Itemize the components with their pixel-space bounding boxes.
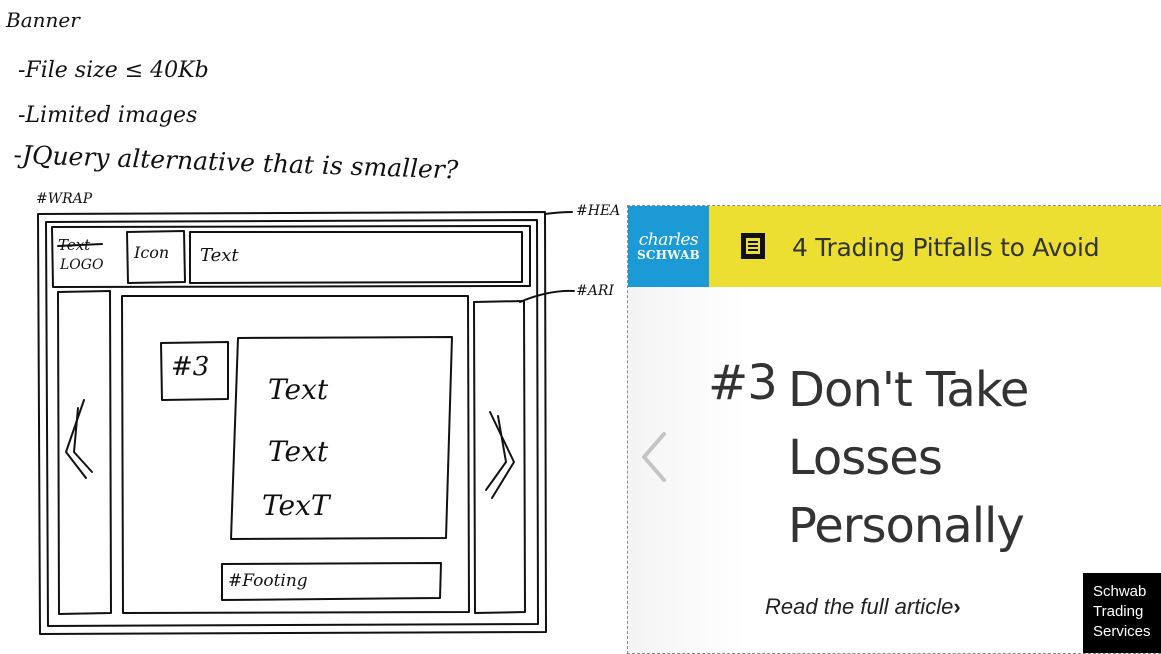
sketch-body-line-3: TexT: [262, 489, 330, 522]
read-full-article-link[interactable]: Read the full article›: [765, 594, 961, 620]
badge-line-1: Schwab: [1093, 583, 1147, 600]
sketch-logo-text: LOGO: [60, 257, 104, 273]
sketch-note-1: -File size ≤ 40Kb: [18, 58, 209, 83]
sketch-heading: Banner: [6, 8, 80, 32]
badge-line-3: Services: [1093, 623, 1151, 640]
sketch-drawing: [37, 211, 575, 635]
badge-line-2: Trading: [1093, 603, 1144, 620]
sketch-number-label: #3: [171, 352, 210, 382]
article-title-line-3: Personally: [788, 498, 1025, 554]
sketch-footing-label: #Footing: [228, 571, 308, 591]
schwab-logo[interactable]: charles SCHWAB: [628, 206, 709, 287]
schwab-trading-services-badge[interactable]: Schwab Trading Services: [1083, 573, 1161, 653]
read-more-label: Read the full article: [765, 594, 954, 619]
article-title: Don't Take Losses Personally: [788, 356, 1148, 560]
sketch-icon-label: Icon: [134, 243, 170, 262]
sketch-body-line-1: Text: [268, 373, 329, 406]
article-title-line-2: Losses: [788, 430, 943, 486]
chevron-left-icon[interactable]: [636, 430, 670, 484]
logo-line-schwab: SCHWAB: [637, 247, 700, 262]
header-title: 4 Trading Pitfalls to Avoid: [792, 233, 1100, 262]
sketch-wrap-label: #WRAP: [36, 191, 93, 207]
sketch-article-label: #ARI: [576, 283, 614, 299]
banner-header: charles SCHWAB 4 Trading Pitfalls to Avo…: [628, 206, 1161, 287]
document-icon: [741, 233, 765, 259]
banner-ad[interactable]: charles SCHWAB 4 Trading Pitfalls to Avo…: [627, 205, 1161, 654]
sketch-text-label: Text: [200, 245, 239, 266]
article-title-line-1: Don't Take: [788, 362, 1029, 418]
sketch-header-label: #HEA: [576, 203, 621, 219]
sketch-logo-text-struck: Text: [58, 236, 91, 254]
chevron-right-icon: ›: [953, 594, 961, 619]
sketch-body-line-2: Text: [268, 435, 329, 468]
hand-drawn-sketch: Banner -File size ≤ 40Kb -Limited images…: [6, 8, 621, 635]
article-number: #3: [708, 355, 778, 411]
logo-line-charles: charles: [638, 229, 699, 250]
sketch-note-2: -Limited images: [18, 103, 198, 128]
